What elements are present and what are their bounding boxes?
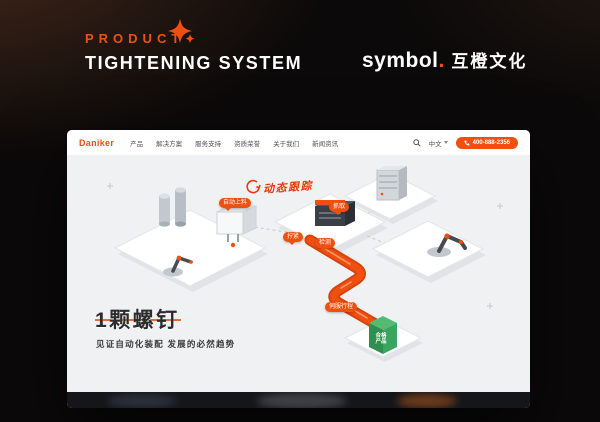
hero-subline: 见证自动化装配 发展的必然趋势 [96,339,236,349]
website-card: Daniker 产品 解决方案 服务支持 资质荣誉 关于我们 新闻资讯 中文 4… [67,130,530,408]
feeder-icon [216,205,257,248]
label-inspect: 检测 [315,238,336,251]
phone-icon [464,140,470,145]
product-tag: 合格产品 [375,333,387,346]
label-grab: 抓取 [329,202,350,215]
tracking-arrow-icon [246,179,261,194]
poster-eyebrow: PRODUCT [85,31,185,46]
phone-button[interactable]: 400-888-2356 [455,136,518,149]
sparkle-icon [168,19,195,44]
robot-arm-right-icon [427,233,467,257]
brand-dot: . [438,49,445,72]
conveyor-path [304,234,385,332]
language-label: 中文 [428,140,442,148]
robot-arm-left-icon [163,255,193,277]
photo-blob [257,393,347,408]
nav-item-honors[interactable]: 资质荣誉 [234,140,261,148]
nav-item-solutions[interactable]: 解决方案 [156,140,183,148]
photo-blob [107,394,177,408]
assembly-line-illustration [107,166,503,362]
product-box-icon [369,316,397,354]
nav-item-about[interactable]: 关于我们 [273,140,300,148]
decor-marks [107,183,503,309]
next-section-image [67,392,530,408]
hero-headline: 1颗螺钉 [95,309,180,332]
search-icon[interactable] [412,138,421,147]
site-nav: 产品 解决方案 服务支持 资质荣誉 关于我们 新闻资讯 [130,138,338,148]
site-logo[interactable]: Daniker [79,137,115,148]
label-tighten: 拧紧 [283,232,304,245]
chevron-down-icon [443,141,448,144]
tanks-icon [159,187,186,227]
platform-right [371,220,485,278]
label-stroke: 伺服行程 [325,302,358,312]
nav-item-support[interactable]: 服务支持 [195,140,222,148]
nav-item-news[interactable]: 新闻资讯 [312,140,339,148]
brand-cn: 互橙文化 [451,52,528,71]
brand-logo: symbol. 互橙文化 [362,47,527,73]
brand-name: symbol [362,49,439,72]
photo-blob [397,394,457,408]
label-feed: 自动上料 [219,198,252,211]
poster-title: TIGHTENING SYSTEM [85,53,303,73]
language-selector[interactable]: 中文 [429,138,448,148]
nav-item-products[interactable]: 产品 [130,140,144,148]
site-header: Daniker 产品 解决方案 服务支持 资质荣誉 关于我们 新闻资讯 中文 4… [67,130,530,156]
headline-accent-bar [95,319,181,321]
control-rack-icon [376,166,407,201]
phone-number: 400-888-2356 [472,139,510,146]
hero-section: 动态跟踪 自动上料 拧紧 抓取 检测 伺服行程 合格产品 1颗螺钉 见证自动化装… [67,156,530,392]
